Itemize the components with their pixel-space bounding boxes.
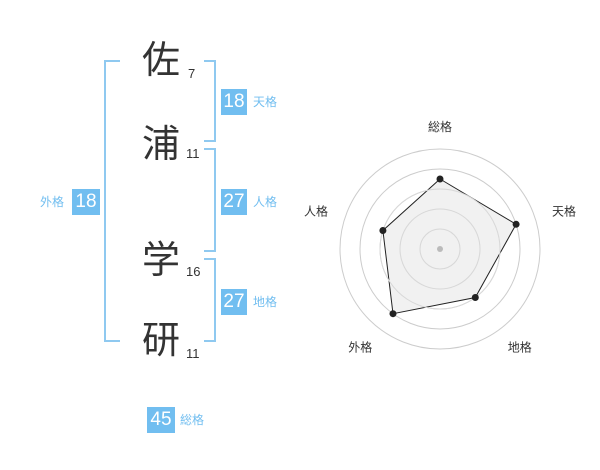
gaikaku-bracket: [104, 60, 120, 342]
name-char-2: 浦: [141, 122, 180, 166]
radar-point-2: [512, 220, 520, 228]
chikaku-value-badge: 27: [221, 289, 247, 315]
radar-inner-ring-2: [399, 208, 481, 290]
stroke-count-2: 11: [186, 146, 200, 161]
radar-grid-ring-5: [339, 148, 541, 350]
radar-inner-ring-3: [379, 188, 501, 310]
radar-axis-label-4: 外格: [348, 340, 372, 355]
tenkaku-value-badge: 18: [221, 89, 247, 115]
radar-point-1: [436, 175, 444, 183]
soukaku-label: 総格: [180, 413, 205, 427]
tenkaku-bracket: [204, 60, 216, 142]
soukaku-value-badge: 45: [147, 407, 175, 433]
name-char-1: 佐: [141, 38, 180, 82]
jinkaku-value-badge: 27: [221, 189, 247, 215]
radar-center-point: [437, 246, 443, 252]
radar-point-3: [471, 294, 479, 301]
chikaku-label: 地格: [253, 295, 278, 309]
radar-grid-ring-4: [359, 168, 521, 330]
name-char-3: 学: [141, 238, 180, 282]
radar-point-5: [379, 227, 387, 234]
radar-axis-label-1: 総格: [428, 119, 452, 134]
name-char-4: 研: [141, 318, 180, 362]
jinkaku-label: 人格: [253, 195, 278, 209]
gaikaku-label: 外格: [40, 195, 65, 209]
radar-data-polygon: [382, 178, 517, 315]
radar-axis-label-3: 地格: [508, 340, 532, 355]
radar-axis-label-2: 天格: [552, 203, 576, 218]
gaikaku-value-badge: 18: [72, 189, 100, 215]
stroke-count-1: 7: [188, 66, 196, 81]
jinkaku-bracket: [204, 148, 216, 252]
stroke-count-3: 16: [186, 264, 201, 279]
stroke-count-4: 11: [186, 346, 200, 361]
chikaku-bracket: [204, 258, 216, 342]
radar-inner-ring-1: [419, 228, 461, 270]
radar-axis-label-5: 人格: [304, 203, 328, 218]
radar-point-4: [389, 310, 397, 318]
tenkaku-label: 天格: [253, 95, 278, 109]
